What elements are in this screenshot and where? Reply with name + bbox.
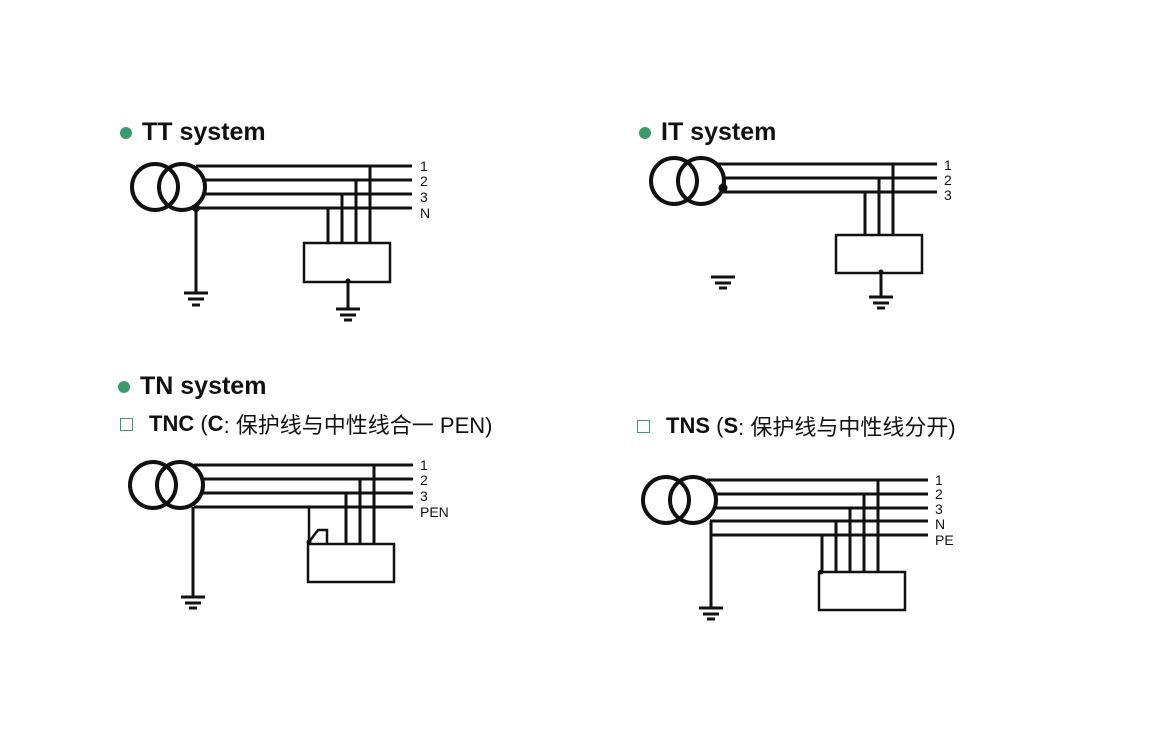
tt-label-3: 3 <box>420 189 428 205</box>
it-diagram <box>649 156 937 310</box>
tn-system-title: TN system <box>140 372 267 400</box>
tt-transformer-coil-left <box>130 162 180 212</box>
bullet-icon <box>118 380 130 393</box>
tnc-pen-junction <box>306 539 312 545</box>
tt-label-n: N <box>420 205 430 221</box>
tnc-diagram <box>128 460 413 610</box>
tns-load-junction <box>818 569 824 575</box>
it-label-2: 2 <box>944 172 952 188</box>
it-load-junction <box>878 269 884 275</box>
tns-description: : 保护线与中性线分开) <box>738 415 956 440</box>
bullet-icon <box>120 126 132 139</box>
it-transformer-coil-right <box>676 156 726 206</box>
it-label-1: 1 <box>944 157 952 173</box>
square-bullet-icon <box>637 419 650 433</box>
tnc-letter: C <box>207 411 224 436</box>
tns-subheading: TNS (S: 保护线与中性线分开) <box>637 410 956 442</box>
tns-code: TNS <box>666 413 710 438</box>
tnc-subheading: TNC (C: 保护线与中性线合一 PEN) <box>120 408 492 440</box>
it-junction <box>718 183 728 193</box>
tns-letter: S <box>723 413 739 438</box>
it-label-3: 3 <box>944 187 952 203</box>
tns-transformer-coil-right <box>668 475 718 525</box>
tns-load-box <box>817 570 907 612</box>
tns-label-1: 1 <box>935 472 943 488</box>
tns-diagram <box>641 475 928 621</box>
tns-label-2: 2 <box>935 486 943 502</box>
tnc-description: : 保护线与中性线合一 PEN) <box>223 413 493 438</box>
tnc-label-1: 1 <box>420 457 428 473</box>
tnc-label-pen: PEN <box>420 504 449 520</box>
tns-label-3: 3 <box>935 501 943 517</box>
square-bullet-icon <box>120 417 133 431</box>
it-system-title: IT system <box>661 118 777 146</box>
tt-load-box <box>302 241 392 284</box>
it-load-box <box>834 233 924 275</box>
tnc-pen-branch <box>307 507 329 546</box>
tt-transformer-coil-right <box>157 162 207 212</box>
tnc-code: TNC <box>149 411 195 436</box>
tt-system-title: TT system <box>142 118 266 146</box>
it-system-heading: IT system <box>639 118 776 147</box>
tt-load-junction <box>345 278 351 284</box>
tt-system-heading: TT system <box>120 118 266 147</box>
tnc-transformer-coil-left <box>128 460 178 510</box>
tns-label-n: N <box>935 516 945 532</box>
bullet-icon <box>639 126 651 139</box>
tnc-load-box <box>306 542 396 584</box>
tt-label-1: 1 <box>420 158 428 174</box>
it-transformer-coil-left <box>649 156 699 206</box>
tns-transformer-coil-left <box>641 475 691 525</box>
tt-diagram <box>130 162 412 322</box>
tnc-label-2: 2 <box>420 472 428 488</box>
tt-label-2: 2 <box>420 173 428 189</box>
tt-neutral-junction <box>192 204 200 212</box>
tnc-label-3: 3 <box>420 488 428 504</box>
tns-label-pe: PE <box>935 532 954 548</box>
tn-system-heading: TN system <box>118 372 266 401</box>
tnc-transformer-coil-right <box>155 460 205 510</box>
